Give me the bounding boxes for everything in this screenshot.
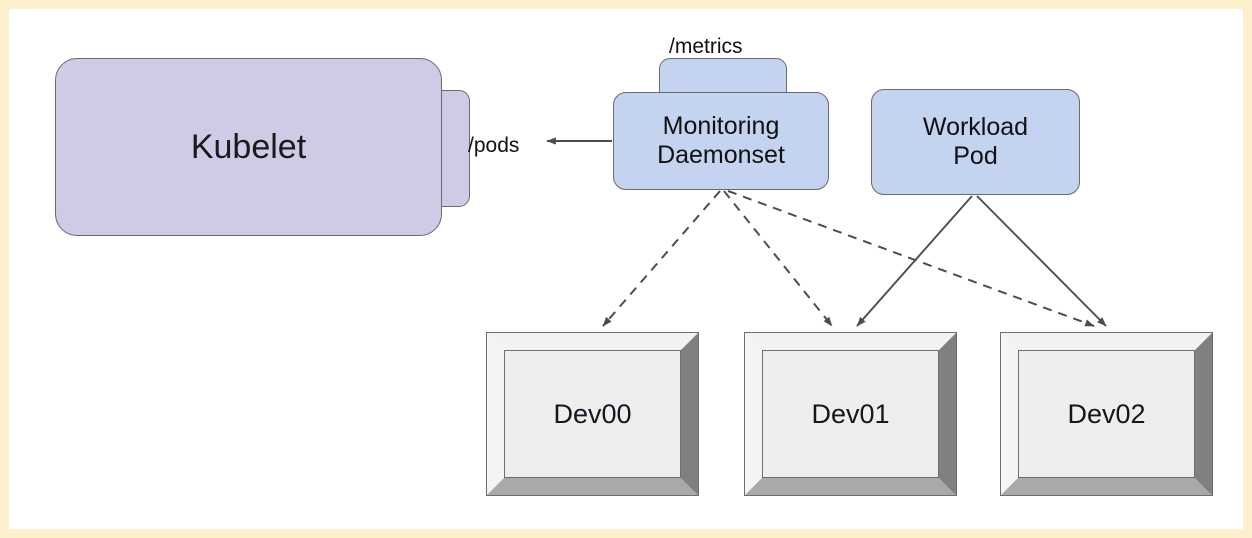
- pods-port-label: /pods: [468, 134, 520, 157]
- dev01-label: Dev01: [811, 398, 890, 429]
- dev02-label: Dev02: [1067, 398, 1146, 429]
- monitoring-daemonset-label-line2: Daemonset: [657, 141, 785, 169]
- dev00-bevel-frame: [486, 332, 699, 496]
- kubelet-label: Kubelet: [190, 127, 307, 166]
- monitoring-daemonset-label-line1: Monitoring: [662, 111, 780, 140]
- dev02-bevel-frame: [1000, 332, 1213, 496]
- dev01-bevel-frame: [744, 332, 957, 496]
- node-kubelet[interactable]: Kubelet: [55, 58, 442, 236]
- diagram-canvas: Kubelet /pods /metrics Monitoring Daemon…: [9, 9, 1243, 529]
- dev00-label: Dev00: [553, 398, 632, 429]
- node-monitoring-daemonset[interactable]: Monitoring Daemonset: [613, 92, 829, 190]
- edge-workload-to-dev01: [856, 195, 973, 327]
- edge-monitoring-to-dev00: [602, 190, 721, 327]
- edge-monitoring-to-dev01: [723, 190, 833, 327]
- node-workload-pod[interactable]: Workload Pod: [871, 89, 1080, 195]
- edge-workload-to-dev02: [976, 195, 1107, 327]
- edge-monitoring-to-dev02: [727, 190, 1095, 327]
- metrics-port-label: /metrics: [669, 35, 743, 58]
- node-dev02[interactable]: Dev02: [1000, 332, 1213, 496]
- workload-pod-label-line2: Pod: [953, 142, 998, 170]
- node-dev00[interactable]: Dev00: [486, 332, 699, 496]
- node-dev01[interactable]: Dev01: [744, 332, 957, 496]
- workload-pod-label-line1: Workload: [922, 112, 1029, 141]
